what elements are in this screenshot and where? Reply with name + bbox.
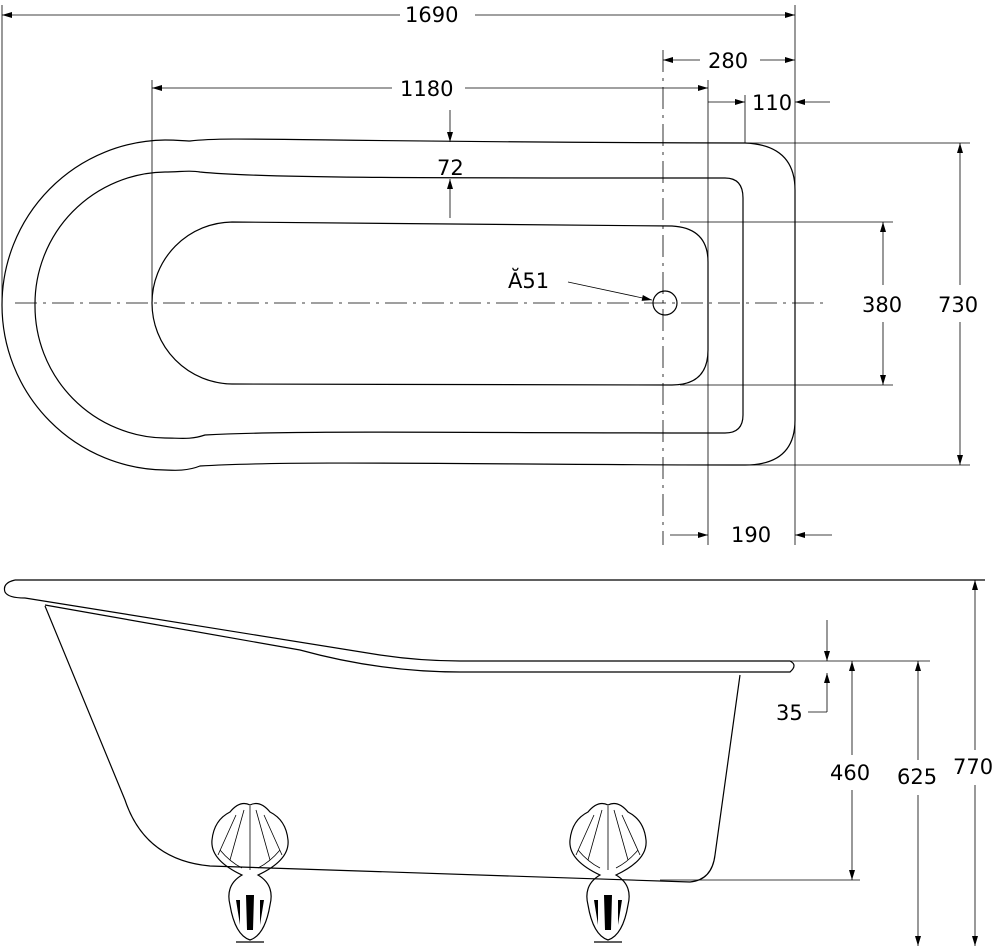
- claw-foot-right: [569, 802, 647, 943]
- basin-outline: [151, 221, 709, 386]
- dim-72: 72: [437, 156, 464, 180]
- dim-460: 460: [830, 761, 870, 785]
- outer-rim-outline: [1, 138, 796, 471]
- dim-110: 110: [752, 91, 792, 115]
- dim-625: 625: [897, 765, 937, 789]
- side-view: 770 625 460 35: [3, 579, 993, 946]
- dim-1690: 1690: [405, 3, 458, 27]
- claw-foot-left: [211, 802, 289, 943]
- dim-280: 280: [708, 49, 748, 73]
- dim-35: 35: [776, 701, 803, 725]
- dim-1180: 1180: [400, 77, 453, 101]
- dim-380: 380: [862, 293, 902, 317]
- inner-rim-outline: [34, 170, 744, 439]
- drain-circle: [652, 290, 678, 316]
- dim-770: 770: [953, 755, 993, 779]
- tub-rim-side: [3, 579, 985, 673]
- dim-190: 190: [731, 523, 771, 547]
- tub-body-side: [44, 605, 741, 883]
- top-view: 1690 1180 280 110 72 Ă51 380 730 190: [1, 3, 978, 547]
- dim-730: 730: [938, 293, 978, 317]
- dim-drain-diameter: Ă51: [508, 267, 549, 293]
